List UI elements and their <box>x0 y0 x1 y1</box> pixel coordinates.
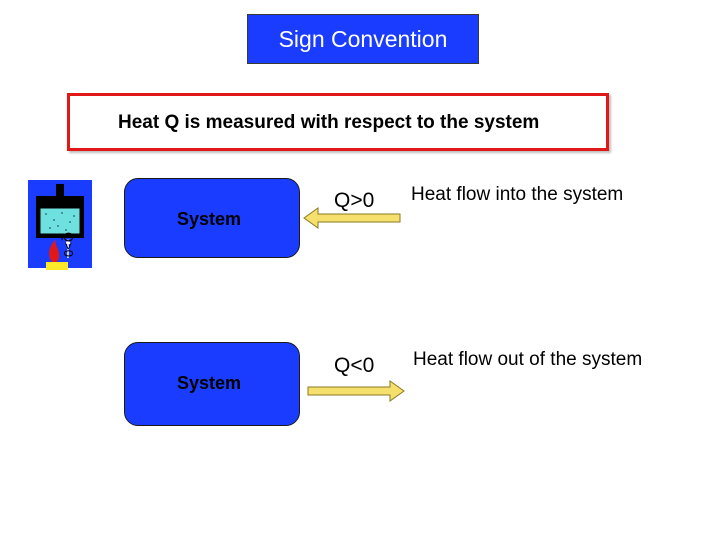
system-label-heat-in: System <box>177 209 242 229</box>
q-negative-label: Q<0 <box>334 354 375 377</box>
title-box: Sign Convention <box>247 14 479 64</box>
system-label-heat-out: System <box>177 373 242 393</box>
description-heat-in: Heat flow into the system <box>411 184 624 205</box>
arrow-left-heat-in <box>303 207 401 229</box>
system-box-heat-in <box>124 178 300 258</box>
thumbnail-q-label: Q>0 <box>61 232 76 257</box>
description-heat-out: Heat flow out of the system <box>413 349 643 370</box>
title-text: Sign Convention <box>278 25 448 52</box>
q-positive-label: Q>0 <box>334 189 375 212</box>
arrow-right-heat-out <box>307 380 405 402</box>
statement-box <box>67 93 609 151</box>
system-box-heat-out <box>124 342 300 426</box>
piston-cylinder-icon <box>24 178 96 270</box>
statement-text: Heat Q is measured with respect to the s… <box>118 112 540 133</box>
